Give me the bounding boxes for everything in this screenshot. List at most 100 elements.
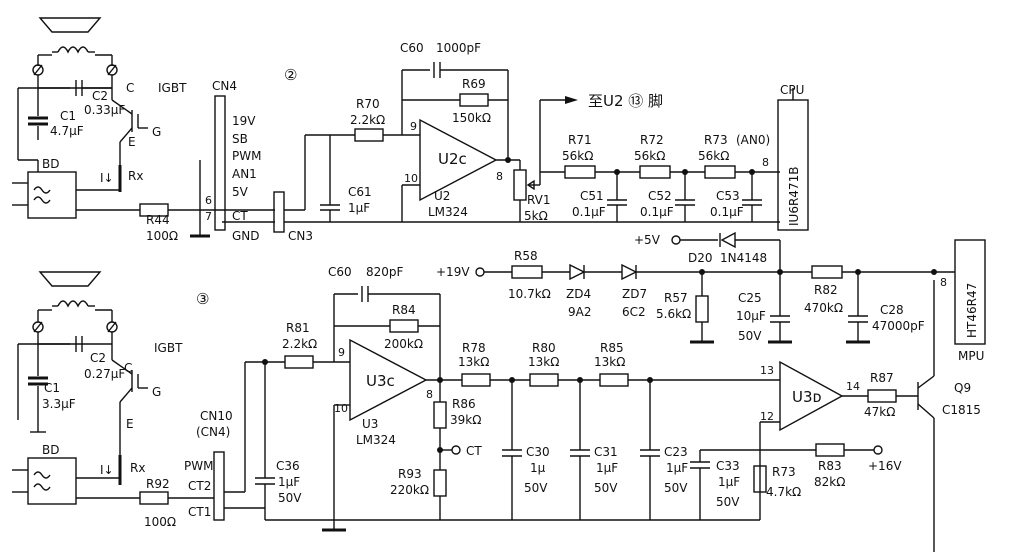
label: U3c [366, 372, 395, 390]
label: MPU [958, 349, 984, 363]
label: 14 [846, 380, 860, 393]
section-a [12, 17, 809, 270]
label: 4.7kΩ [766, 485, 801, 499]
label: 10 [334, 402, 348, 415]
label: 12 [760, 410, 774, 423]
label: R71 [568, 133, 592, 147]
label: R78 [462, 341, 486, 355]
label: C51 [580, 189, 604, 203]
label: 13kΩ [458, 355, 489, 369]
label: HT46R47 [965, 283, 979, 338]
label: BD [42, 157, 59, 171]
label: 820pF [366, 265, 404, 279]
label: R85 [600, 341, 624, 355]
label: R70 [356, 97, 380, 111]
label: R73 [704, 133, 728, 147]
label: 1μF [278, 475, 300, 489]
label: 47000pF [872, 319, 925, 333]
label: 13kΩ [528, 355, 559, 369]
label: Rx [128, 169, 143, 183]
label: IGBT [154, 341, 183, 355]
label: 8 [496, 170, 503, 183]
label: C53 [716, 189, 740, 203]
label: D20 [688, 251, 713, 265]
label: 19V [232, 114, 256, 128]
label: 1μ [530, 461, 546, 475]
label: CT1 [188, 505, 211, 519]
label: PWM [184, 459, 213, 473]
label: 9A2 [568, 305, 591, 319]
label: R87 [870, 371, 894, 385]
label: 1μF [596, 461, 618, 475]
label: 50V [738, 329, 762, 343]
label: R80 [532, 341, 556, 355]
label: 8 [940, 276, 947, 289]
label: 2.2kΩ [350, 113, 385, 127]
label: 9 [338, 346, 345, 359]
label: 13kΩ [594, 355, 625, 369]
label: 56kΩ [698, 149, 729, 163]
label: RV1 [527, 193, 551, 207]
label: 0.1μF [640, 205, 674, 219]
cn3-connector [273, 191, 285, 233]
label: C61 [348, 185, 372, 199]
label: C60 [400, 41, 424, 55]
label: 13 [760, 364, 774, 377]
label: 56kΩ [634, 149, 665, 163]
label: 5.6kΩ [656, 307, 691, 321]
label: 10 [404, 172, 418, 185]
label: C23 [664, 445, 688, 459]
label: I↓ [100, 463, 114, 477]
label: 1μF [718, 475, 740, 489]
label: 47kΩ [864, 405, 895, 419]
label: 50V [664, 481, 688, 495]
mpu-chip [954, 239, 986, 345]
label: C36 [276, 459, 300, 473]
label: 56kΩ [562, 149, 593, 163]
label: C2 [92, 89, 108, 103]
label: 1N4148 [720, 251, 767, 265]
label: U2 [434, 189, 450, 203]
speaker-icon [38, 271, 102, 308]
label: 6C2 [622, 305, 646, 319]
label: 470kΩ [804, 301, 843, 315]
label: 8 [426, 388, 433, 401]
label: C52 [648, 189, 672, 203]
label: U3 [362, 417, 378, 431]
label: 4.7μF [50, 124, 84, 138]
label: C1 [44, 381, 60, 395]
label: +16V [868, 459, 902, 473]
label: LM324 [428, 205, 468, 219]
label: CT [466, 444, 482, 458]
label: +19V [436, 265, 470, 279]
label: CN3 [288, 229, 313, 243]
label: Rx [130, 461, 145, 475]
label: R93 [398, 467, 422, 481]
label: 82kΩ [814, 475, 845, 489]
label: R44 [146, 213, 170, 227]
label: 50V [278, 491, 302, 505]
label: 1μF [666, 461, 688, 475]
label: 100Ω [146, 229, 178, 243]
label: R73 [772, 465, 796, 479]
label: R86 [452, 397, 476, 411]
label: 0.27μF [84, 367, 125, 381]
label: ZD7 [622, 287, 647, 301]
label: C1 [60, 109, 76, 123]
label: R83 [818, 459, 842, 473]
label: 50V [594, 481, 618, 495]
label: GND [232, 229, 260, 243]
opamp-u2c [419, 118, 498, 202]
label: U3ᴅ [792, 388, 822, 406]
label: LM324 [356, 433, 396, 447]
label: 8 [762, 156, 769, 169]
label: 200kΩ [384, 337, 423, 351]
label: CPU [780, 83, 804, 97]
label: R69 [462, 77, 486, 91]
label: E [128, 135, 136, 149]
label: 50V [716, 495, 740, 509]
label: C1815 [942, 403, 981, 417]
label: C [124, 361, 132, 375]
label: R58 [514, 249, 538, 263]
